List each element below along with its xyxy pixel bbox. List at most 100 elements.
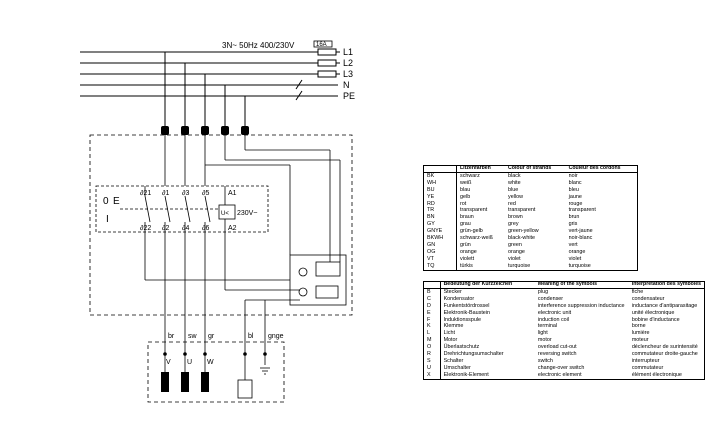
symbol-cell: O: [423, 344, 441, 352]
contactor-box: [95, 185, 269, 233]
symbol-cell: Licht: [443, 330, 455, 337]
strand-cell: rouge: [568, 200, 583, 207]
motor-terminal-u: U: [187, 359, 192, 366]
strand-cell: rot: [460, 200, 467, 207]
strand-cell: gris: [568, 221, 578, 228]
fuse-l1: [317, 48, 337, 56]
strand-cell: brun: [568, 214, 580, 221]
contact-bottom-a2: A2: [228, 225, 237, 232]
electronic-module: [289, 254, 347, 306]
wire-color-sw: sw: [188, 333, 198, 340]
symbol-cell: Klemme: [443, 323, 464, 330]
strand-cell: jaune: [568, 193, 582, 200]
symbol-cell: switch: [537, 357, 553, 364]
strand-cell: blanc: [568, 179, 582, 186]
symbol-cell: Schalter: [443, 357, 464, 364]
wire-color-bl: bl: [248, 333, 254, 340]
strand-cell: green-yellow: [508, 228, 539, 235]
symbol-cell: lumière: [631, 330, 650, 337]
terminal-plug-1: [161, 126, 169, 135]
switch-position-on: I: [106, 214, 109, 225]
switch-position-off: 0: [103, 196, 109, 207]
symbol-cell: Umschalter: [443, 364, 471, 371]
symbol-cell: élément électronique: [631, 371, 682, 378]
symbol-cell: unité électronique: [631, 309, 675, 316]
symbol-cell: Motor: [443, 337, 458, 344]
symbol-table-header: Bedeutung der Kurzzeichen Meaning of the…: [423, 281, 705, 290]
strand-cell: orange: [508, 248, 525, 255]
terminal-plug-2: [181, 126, 189, 135]
symbol-cell: M: [423, 337, 441, 345]
strand-cell: blue: [508, 186, 519, 193]
strand-cell: WH: [423, 180, 457, 187]
symbol-cell: L: [423, 330, 441, 338]
strand-cell: grey: [508, 221, 519, 228]
symbol-cell: C: [423, 296, 441, 303]
strand-cell: YE: [423, 193, 457, 201]
motor-terminal-v: V: [166, 359, 171, 366]
symbol-cell: Kondensator: [443, 295, 475, 302]
strand-cell: noir-blanc: [568, 234, 593, 241]
strand-cell: turquoise: [568, 262, 591, 269]
switch-position-e: E: [113, 196, 120, 207]
supply-label: 3N~ 50Hz 400/230V: [222, 41, 295, 50]
strand-header-en: Colour of strands: [505, 165, 566, 174]
terminal-plug-3: [201, 126, 209, 135]
symbol-header-fr: Interprétation des symboles: [628, 281, 705, 290]
strand-cell: schwarz: [460, 172, 480, 179]
wire-color-gnge: gnge: [268, 333, 284, 340]
strand-cell: BU: [423, 186, 457, 194]
motor-winding-u: [181, 372, 189, 392]
strand-cell: BK: [423, 172, 457, 181]
strand-table-header: Litzenfarben Colour of strands Couleur d…: [423, 165, 638, 174]
symbol-cell: X: [423, 372, 441, 380]
symbol-header-de: Bedeutung der Kurzzeichen: [440, 281, 535, 290]
strand-cell: BKWH: [423, 235, 457, 243]
terminal-plug-4: [221, 126, 229, 135]
symbol-cell: E: [423, 309, 441, 317]
strand-cell: GN: [423, 242, 457, 249]
strand-cell: bleu: [568, 186, 579, 193]
symbol-cell: S: [423, 358, 441, 365]
symbol-cell: Induktionsspule: [443, 316, 482, 323]
symbol-cell: plug: [537, 288, 549, 295]
contact-top-1: ∂1: [162, 190, 169, 197]
line-label-l3: L3: [343, 69, 353, 79]
symbol-cell: Elektronik-Baustein: [443, 309, 491, 316]
strand-cell: grün: [460, 241, 471, 248]
strand-cell: braun: [460, 214, 474, 221]
strand-header-code: [423, 165, 457, 174]
symbol-cell: electronic unit: [537, 309, 572, 316]
strand-cell: türkis: [460, 262, 473, 269]
strand-cell: TR: [423, 207, 457, 215]
coil-box: [218, 204, 236, 220]
symbol-cell: B: [423, 288, 441, 297]
symbol-cell: inductance d'antiparasitage: [631, 302, 698, 309]
symbol-cell: K: [423, 323, 441, 331]
symbol-cell: borne: [631, 323, 646, 330]
line-label-l2: L2: [343, 58, 353, 68]
strand-cell: violet: [508, 255, 521, 262]
strand-cell: grau: [460, 221, 471, 228]
symbol-cell: interrupteur: [631, 357, 660, 364]
fuse-l3: [317, 70, 337, 78]
line-label-l1: L1: [343, 47, 353, 57]
strand-cell: GNYE: [423, 228, 457, 236]
symbol-cell: bobine d'inductance: [631, 316, 680, 323]
